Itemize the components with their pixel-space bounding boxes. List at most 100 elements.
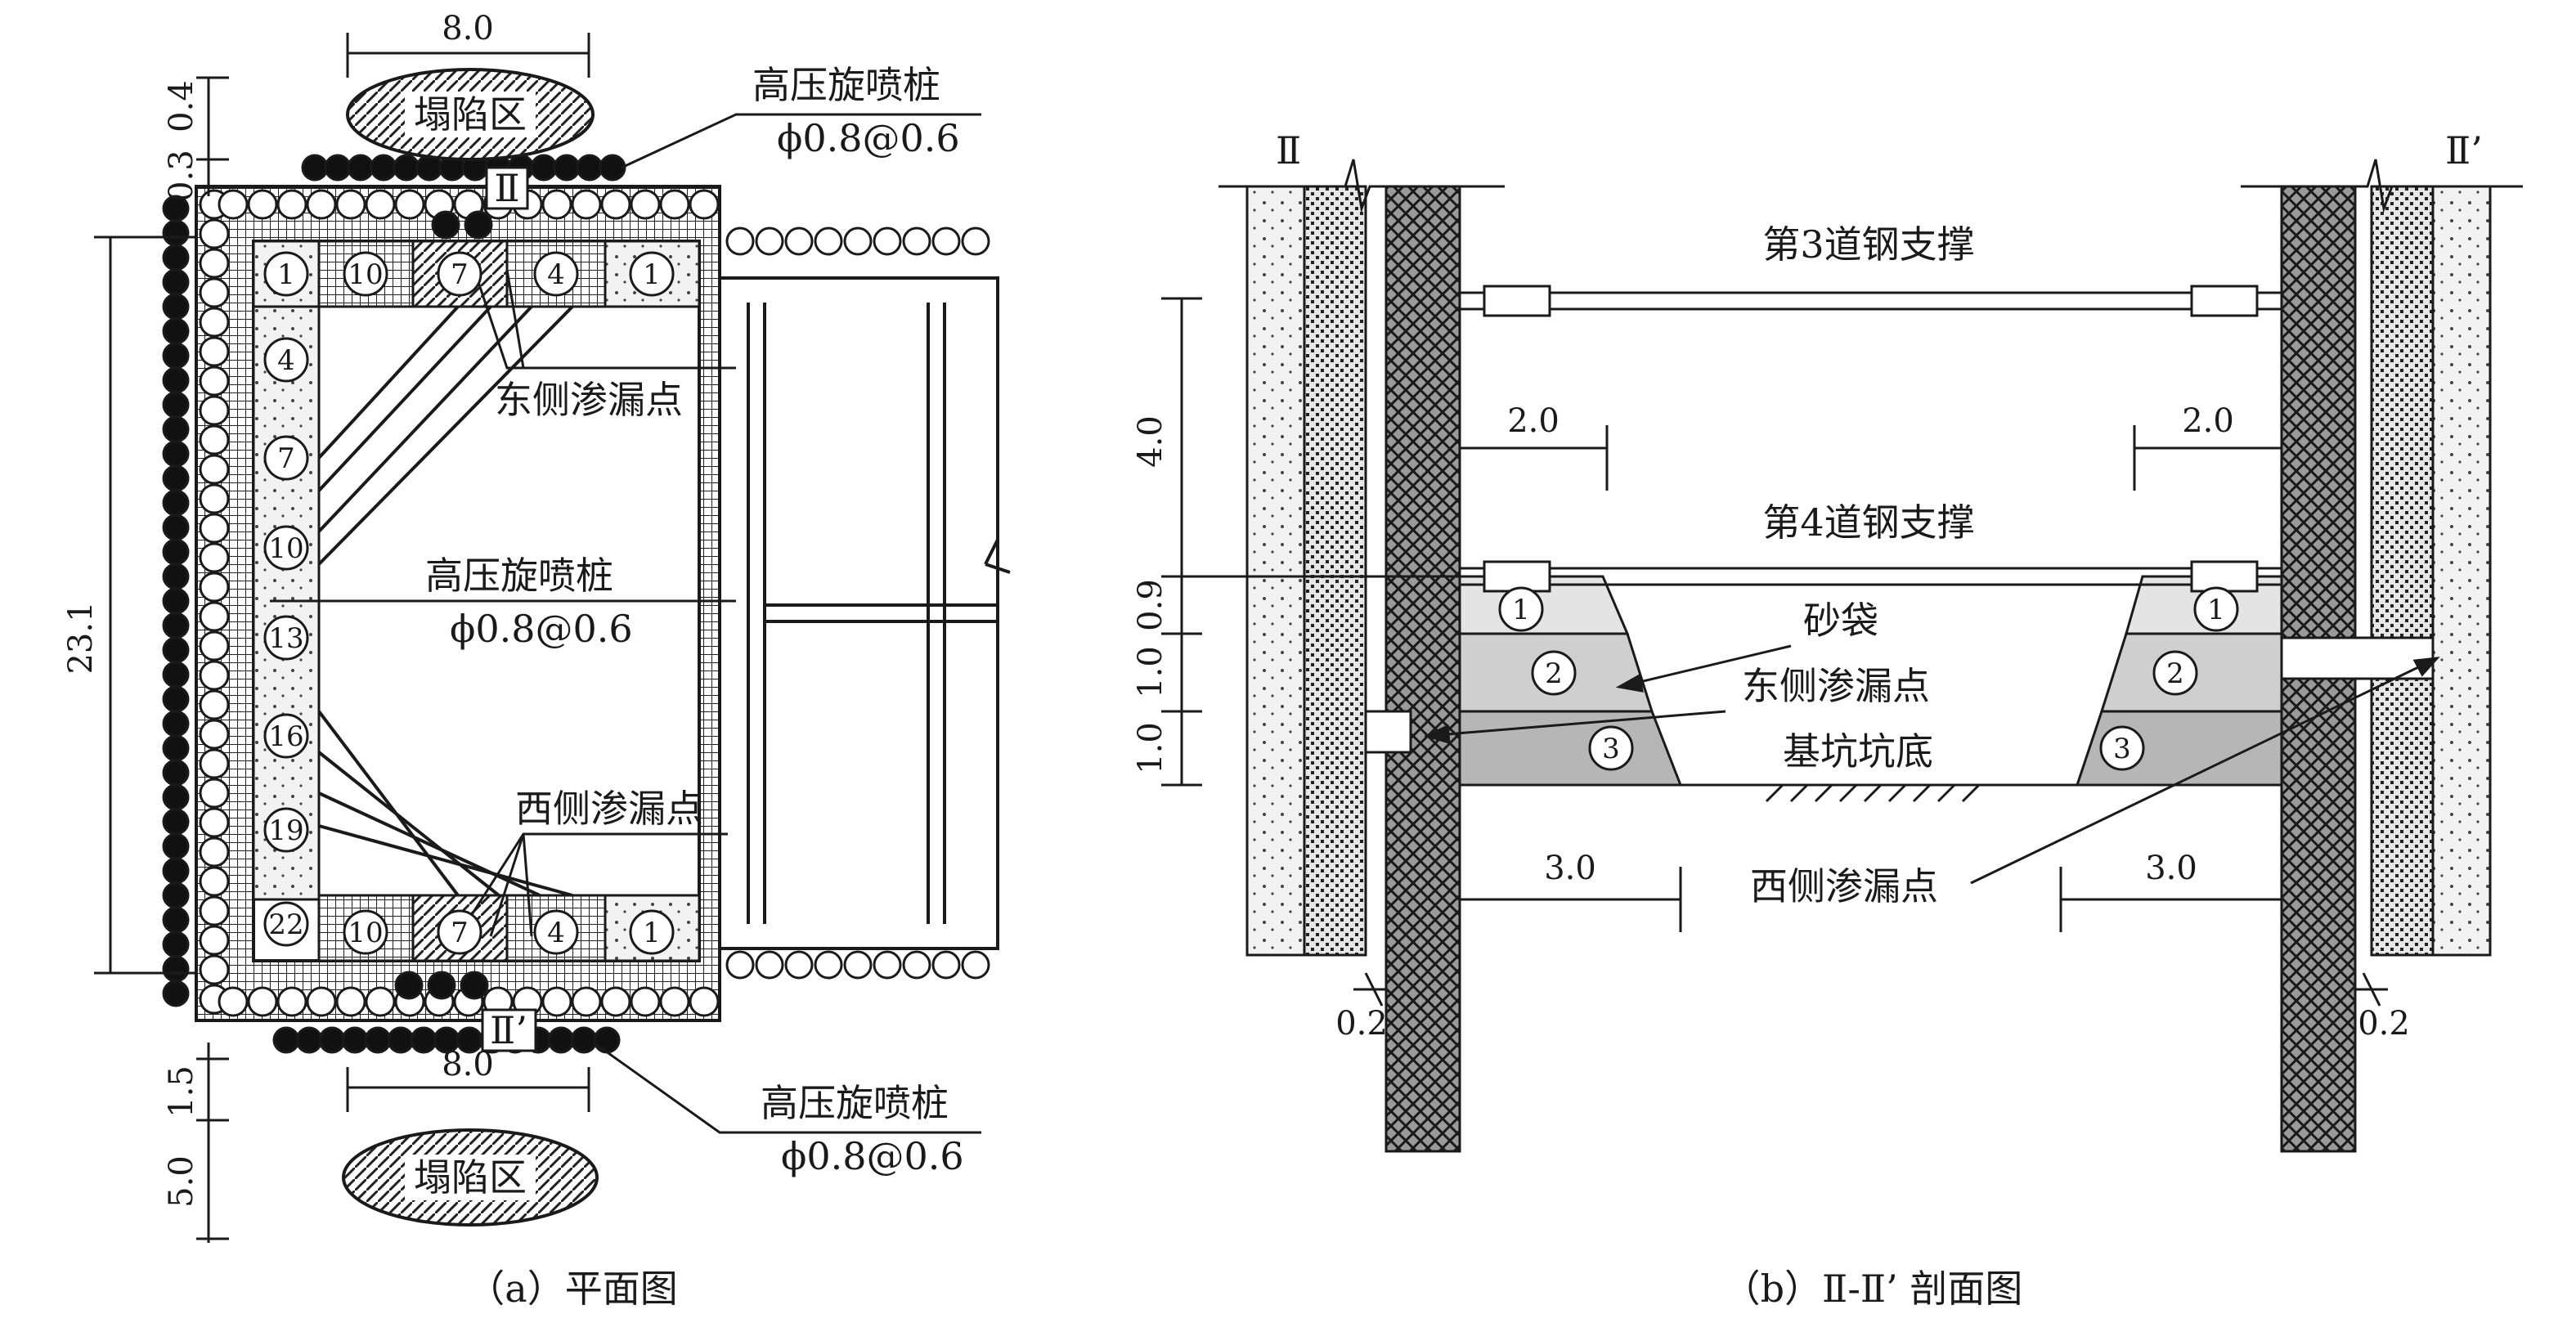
pile-circle	[199, 366, 230, 397]
pile-circle	[199, 454, 230, 485]
section-leak-gap-right	[2280, 636, 2435, 680]
pile-circle	[199, 719, 230, 750]
pile-circle	[199, 483, 230, 514]
section-layer-numbers-right: 12 3	[2099, 586, 2239, 771]
pile-circle	[335, 986, 366, 1017]
jet-pile	[324, 154, 352, 182]
section-left-mark: Ⅱ	[1276, 128, 1301, 173]
jet-pile	[272, 1026, 300, 1054]
pile-circle	[199, 748, 230, 779]
section-dim-right-top: 2.0	[2182, 402, 2234, 440]
jet-pile	[301, 154, 329, 182]
jet-pile	[162, 317, 190, 345]
pile-circle	[659, 189, 690, 220]
number-label: 1	[643, 258, 661, 291]
pile-circle	[199, 513, 230, 544]
jet-pile	[576, 154, 604, 182]
jet-pile	[410, 1026, 438, 1054]
section-dim-left-bottom: 3.0	[1544, 850, 1596, 887]
jet-pile	[547, 1026, 575, 1054]
pile-circle	[335, 189, 366, 220]
number-circle	[343, 909, 388, 955]
pile-circle	[199, 307, 230, 338]
pile-circle	[814, 950, 843, 980]
pile-circle	[199, 424, 230, 455]
plan-view: 塌陷区 塌陷区 Ⅱ Ⅱ’ 高压旋喷桩 ϕ0.8@0.6 东侧渗漏点 高压旋喷桩 …	[62, 10, 1011, 1311]
jet-pile	[162, 734, 190, 762]
leak-pile	[394, 971, 424, 1000]
number-circle	[263, 251, 309, 297]
pile-circle	[199, 248, 230, 279]
jet-pile	[162, 808, 190, 836]
jet-pile	[162, 636, 190, 664]
pile-circle	[571, 986, 602, 1017]
pile-circle	[931, 950, 961, 980]
pile-circle	[276, 189, 307, 220]
pile-circle	[961, 950, 990, 980]
plan-dim-bottom-offset-1: 1.5	[163, 1065, 200, 1118]
section-leader-lines	[1423, 644, 2440, 885]
section-soil-right-inner	[2370, 185, 2435, 957]
leak-pile	[460, 971, 489, 1000]
number-circle	[263, 615, 309, 661]
jet-pile	[295, 1026, 323, 1054]
pile-circle	[199, 836, 230, 868]
jet-pile	[387, 1026, 415, 1054]
leak-pile	[464, 210, 493, 240]
jet-pile	[162, 881, 190, 909]
plan-jet-piles-top	[301, 154, 626, 240]
pile-circle	[784, 950, 814, 980]
section-soil-left-outer	[1245, 185, 1306, 957]
number-label: 19	[268, 814, 303, 847]
sandbag-label: 砂袋	[1803, 599, 1878, 643]
east-leak-section: 东侧渗漏点	[1742, 664, 1930, 708]
section-dim-v2: 0.9	[1132, 579, 1169, 631]
pile-circle	[755, 950, 784, 980]
section-pit-hatch	[1765, 783, 1981, 803]
section-dim-right-bottom: 3.0	[2145, 850, 2197, 887]
number-circle	[1588, 725, 1634, 771]
pile-circle	[725, 950, 755, 980]
pile-circle	[199, 572, 230, 603]
pile-circle	[961, 226, 990, 256]
jet-pile	[162, 955, 190, 983]
number-label: 3	[2113, 733, 2131, 765]
number-label: 10	[348, 258, 383, 291]
jet-pile	[162, 685, 190, 713]
jet-pile	[162, 366, 190, 394]
number-circle	[263, 525, 309, 571]
plan-right-circles-top	[725, 226, 990, 256]
jet-pile-top-line2: ϕ0.8@0.6	[777, 116, 960, 160]
plan-diagonal-braces	[317, 305, 574, 897]
plan-section-top-box	[485, 166, 529, 210]
pile-circle	[659, 986, 690, 1017]
jet-pile	[364, 1026, 392, 1054]
number-label: 2	[2166, 657, 2184, 690]
pile-circle	[218, 986, 249, 1017]
plan-section-bottom: Ⅱ’	[490, 1008, 527, 1052]
number-label: 3	[1602, 733, 1620, 765]
number-label: 13	[268, 622, 303, 655]
plan-caption: （a）平面图	[467, 1267, 677, 1311]
number-label: 7	[277, 442, 295, 475]
number-label: 1	[277, 258, 295, 291]
jet-pile	[162, 514, 190, 541]
number-circle	[263, 713, 309, 759]
number-label: 2	[1545, 657, 1563, 690]
number-label: 1	[2207, 594, 2225, 626]
plan-dim-bottom-width: 8.0	[442, 1046, 494, 1083]
jet-pile-bot-line1: 高压旋喷桩	[761, 1081, 949, 1125]
west-leak-section: 西侧渗漏点	[1750, 864, 1938, 908]
west-leak-plan: 西侧渗漏点	[515, 787, 703, 831]
number-label: 1	[643, 917, 661, 949]
jet-pile	[162, 832, 190, 860]
section-view: Ⅱ Ⅱ’ 第3道钢支撑 第4道钢支撑	[1132, 128, 2523, 1311]
number-label: 7	[451, 917, 469, 949]
section-dim-v4: 1.0	[1132, 722, 1169, 774]
pile-circle	[306, 189, 337, 220]
pile-circle	[873, 226, 902, 256]
section-caption: （b）Ⅱ-Ⅱ’ 剖面图	[1723, 1267, 2023, 1311]
jet-pile	[162, 440, 190, 468]
plan-jet-piles-left	[162, 195, 190, 1007]
